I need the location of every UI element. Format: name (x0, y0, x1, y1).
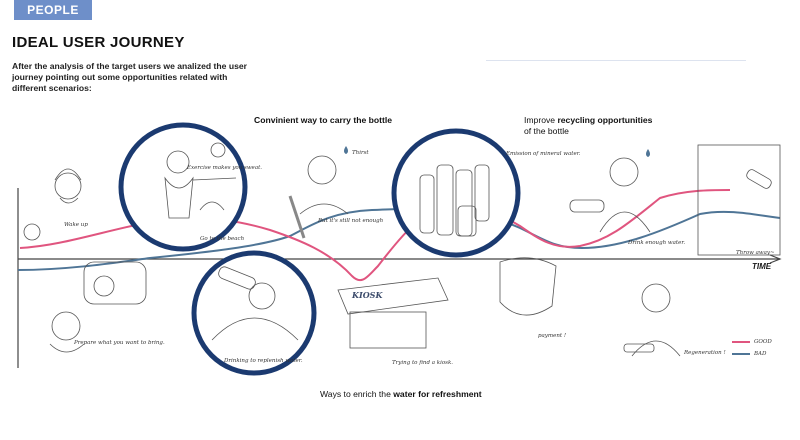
kiosk-sketch (337, 277, 449, 315)
drink-enough-sketch (609, 157, 639, 187)
note-payment: payment ! (538, 333, 567, 339)
ball-icon (210, 142, 226, 158)
payment-sketch (499, 257, 557, 316)
throw-away-sketch (697, 144, 781, 256)
alarm-clock-icon (23, 223, 41, 241)
kiosk-sign: KIOSK (352, 290, 383, 300)
water-drop-icon (646, 149, 650, 157)
caption-enrich-water: Ways to enrich the water for refreshment (320, 389, 482, 399)
legend-bad-label: BAD (754, 351, 767, 357)
note-regeneration: Regeneration ! (684, 350, 726, 356)
note-drink-enough: Drink enough water. (628, 240, 686, 246)
thirst-sketch (307, 155, 337, 185)
caption-recycling: Improve recycling opportunities of the b… (524, 115, 653, 136)
note-wake-up: Wake up (64, 222, 88, 228)
note-go-to: Go to the beach (200, 236, 245, 242)
legend-bad: BAD (732, 348, 772, 360)
intro-text: After the analysis of the target users w… (12, 61, 247, 93)
note-thirst: Thirst (352, 150, 369, 156)
legend-bad-swatch (732, 353, 750, 355)
water-drop-icon (344, 146, 348, 154)
caption-carry-bottle: Convinient way to carry the bottle (254, 115, 392, 125)
circle-carry-bottle (118, 122, 248, 252)
bag-sketch (83, 261, 147, 305)
page-title: IDEAL USER JOURNEY (12, 34, 185, 51)
header-divider (486, 60, 746, 61)
regeneration-sketch (641, 283, 671, 313)
wake-up-sketch (54, 172, 82, 200)
circle-enrich-water (191, 250, 317, 376)
note-exercise: Exercise makes you sweat. (187, 165, 263, 171)
note-not-enough: But it's still not enough (318, 218, 384, 224)
circle-recycling (391, 128, 521, 258)
time-arrow-icon (769, 254, 782, 264)
note-prepare: Prepare what you want to bring. (74, 340, 165, 346)
note-emission: Emission of mineral water. (506, 151, 581, 157)
note-trying: Trying to find a kiosk. (392, 360, 454, 366)
legend: GOOD BAD (732, 336, 772, 360)
legend-good: GOOD (732, 336, 772, 348)
prepare-sketch (51, 311, 81, 341)
section-tag: PEOPLE (14, 0, 92, 20)
legend-good-label: GOOD (754, 339, 772, 345)
time-axis-label: TIME (752, 262, 772, 271)
note-drinking: Drinking to replenish water. (224, 358, 303, 364)
note-throw-away: Throw away~ (736, 250, 775, 256)
legend-good-swatch (732, 341, 750, 343)
sketch-figures (23, 144, 781, 357)
